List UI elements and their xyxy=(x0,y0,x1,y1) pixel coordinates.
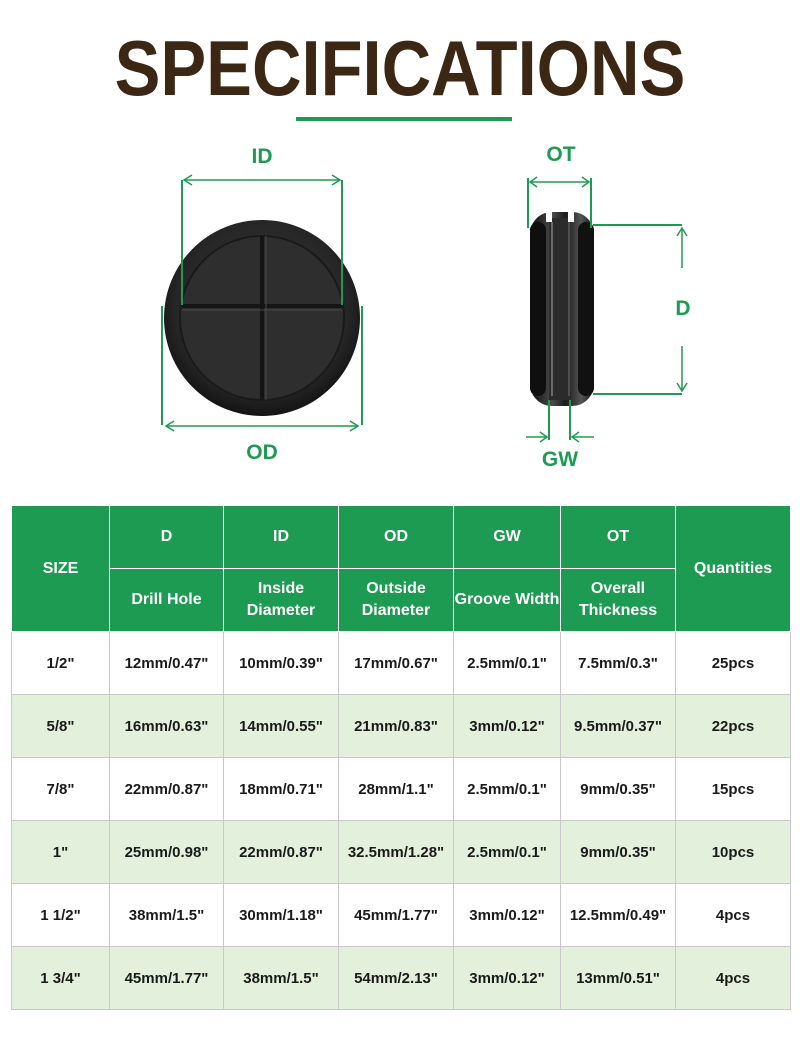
groove-channel xyxy=(549,218,571,400)
ot-label: OT xyxy=(546,143,575,166)
grommet-diagram: ID OD OT D xyxy=(161,143,691,471)
cell-inside-diameter: 14mm/0.55" xyxy=(223,694,339,758)
header-row-descriptions: Drill Hole Inside Diameter Outside Diame… xyxy=(12,568,791,632)
d-dimension: D xyxy=(593,224,691,395)
page-title: SPECIFICATIONS xyxy=(114,24,686,112)
table-row: 1 3/4" 45mm/1.77" 38mm/1.5" 54mm/2.13" 3… xyxy=(11,946,791,1010)
d-label: D xyxy=(675,297,690,320)
cell-outside-diameter: 21mm/0.83" xyxy=(338,694,454,758)
cell-groove-width: 2.5mm/0.1" xyxy=(453,631,561,695)
cell-inside-diameter: 18mm/0.71" xyxy=(223,757,339,821)
col-desc-ot: Overall Thickness xyxy=(560,568,676,632)
cell-quantity: 22pcs xyxy=(675,694,791,758)
cell-overall-thickness: 12.5mm/0.49" xyxy=(560,883,676,947)
cell-overall-thickness: 9.5mm/0.37" xyxy=(560,694,676,758)
cell-drill-hole: 25mm/0.98" xyxy=(109,820,224,884)
grommet-front-view xyxy=(164,220,360,416)
table-row: 1/2" 12mm/0.47" 10mm/0.39" 17mm/0.67" 2.… xyxy=(11,631,791,695)
col-desc-od: Outside Diameter xyxy=(338,568,454,632)
cell-inside-diameter: 30mm/1.18" xyxy=(223,883,339,947)
cell-outside-diameter: 28mm/1.1" xyxy=(338,757,454,821)
cell-drill-hole: 38mm/1.5" xyxy=(109,883,224,947)
cell-quantity: 4pcs xyxy=(675,946,791,1010)
cell-groove-width: 3mm/0.12" xyxy=(453,946,561,1010)
cell-groove-width: 3mm/0.12" xyxy=(453,883,561,947)
cell-outside-diameter: 17mm/0.67" xyxy=(338,631,454,695)
od-label: OD xyxy=(246,441,278,464)
cell-drill-hole: 12mm/0.47" xyxy=(109,631,224,695)
table-row: 5/8" 16mm/0.63" 14mm/0.55" 21mm/0.83" 3m… xyxy=(11,694,791,758)
cell-groove-width: 3mm/0.12" xyxy=(453,694,561,758)
grommet-side-view xyxy=(530,212,594,406)
cell-size: 1" xyxy=(11,820,110,884)
cell-inside-diameter: 38mm/1.5" xyxy=(223,946,339,1010)
cell-drill-hole: 16mm/0.63" xyxy=(109,694,224,758)
col-code-ot: OT xyxy=(560,505,676,569)
cell-overall-thickness: 9mm/0.35" xyxy=(560,820,676,884)
size-header: SIZE xyxy=(11,505,110,632)
cell-size: 7/8" xyxy=(11,757,110,821)
table-row: 7/8" 22mm/0.87" 18mm/0.71" 28mm/1.1" 2.5… xyxy=(11,757,791,821)
col-code-d: D xyxy=(109,505,224,569)
col-desc-id: Inside Diameter xyxy=(223,568,339,632)
od-dimension: OD xyxy=(161,306,363,464)
table-row: 1 1/2" 38mm/1.5" 30mm/1.18" 45mm/1.77" 3… xyxy=(11,883,791,947)
cell-quantity: 4pcs xyxy=(675,883,791,947)
cell-quantity: 15pcs xyxy=(675,757,791,821)
cell-drill-hole: 45mm/1.77" xyxy=(109,946,224,1010)
cell-size: 1/2" xyxy=(11,631,110,695)
id-label: ID xyxy=(252,145,273,168)
col-desc-d: Drill Hole xyxy=(109,568,224,632)
gw-dimension: GW xyxy=(526,400,594,471)
cell-inside-diameter: 10mm/0.39" xyxy=(223,631,339,695)
cell-overall-thickness: 9mm/0.35" xyxy=(560,757,676,821)
col-desc-gw: Groove Width xyxy=(453,568,561,632)
table-row: 1" 25mm/0.98" 22mm/0.87" 32.5mm/1.28" 2.… xyxy=(11,820,791,884)
cell-outside-diameter: 54mm/2.13" xyxy=(338,946,454,1010)
col-code-gw: GW xyxy=(453,505,561,569)
ot-dimension: OT xyxy=(527,143,592,228)
cell-outside-diameter: 45mm/1.77" xyxy=(338,883,454,947)
cell-drill-hole: 22mm/0.87" xyxy=(109,757,224,821)
quantities-header: Quantities xyxy=(675,505,791,632)
cell-inside-diameter: 22mm/0.87" xyxy=(223,820,339,884)
cell-groove-width: 2.5mm/0.1" xyxy=(453,757,561,821)
gw-label: GW xyxy=(542,448,578,471)
id-dimension: ID xyxy=(181,145,343,305)
cell-size: 1 1/2" xyxy=(11,883,110,947)
cell-size: 1 3/4" xyxy=(11,946,110,1010)
cell-overall-thickness: 7.5mm/0.3" xyxy=(560,631,676,695)
cell-quantity: 10pcs xyxy=(675,820,791,884)
col-code-od: OD xyxy=(338,505,454,569)
cell-quantity: 25pcs xyxy=(675,631,791,695)
cell-outside-diameter: 32.5mm/1.28" xyxy=(338,820,454,884)
cell-overall-thickness: 13mm/0.51" xyxy=(560,946,676,1010)
header-row-codes: SIZE D ID OD GW OT Quantities xyxy=(11,505,791,632)
col-code-id: ID xyxy=(223,505,339,569)
title-underline xyxy=(296,117,512,121)
specifications-table: SIZE D ID OD GW OT Quantities Drill Hole… xyxy=(11,505,791,1010)
cell-size: 5/8" xyxy=(11,694,110,758)
cell-groove-width: 2.5mm/0.1" xyxy=(453,820,561,884)
